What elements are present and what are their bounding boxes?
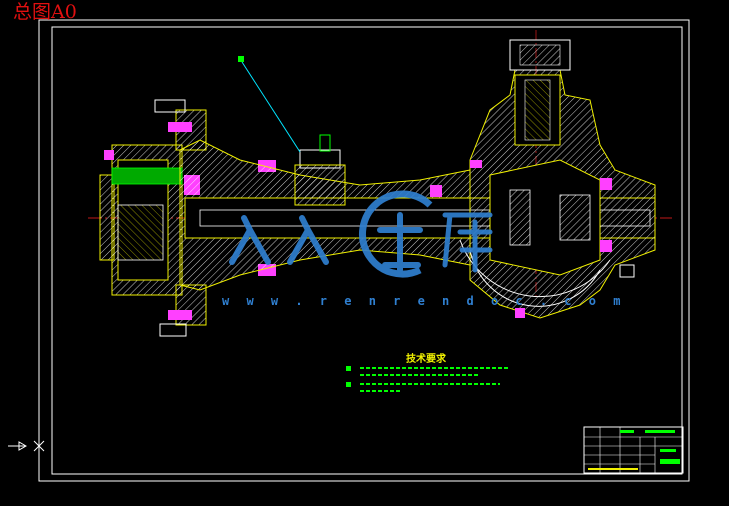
watermark-url: w w w . r e n r e n d o c . c o m xyxy=(222,294,626,308)
leader-balloon xyxy=(238,56,244,62)
input-flange[interactable] xyxy=(509,39,571,71)
differential-case[interactable] xyxy=(489,159,601,276)
lower-bolt xyxy=(168,310,192,320)
leader-line xyxy=(241,61,301,153)
ucs-cursor-icon xyxy=(8,440,45,452)
technical-notes-heading: 技术要求 xyxy=(406,354,446,365)
renrendoc-logo-icon xyxy=(229,190,493,278)
outer-frame xyxy=(38,19,690,482)
inner-frame xyxy=(51,26,683,475)
title-block[interactable] xyxy=(583,426,684,474)
upper-bolt xyxy=(168,122,192,132)
technical-notes xyxy=(346,366,510,392)
reducer-housing[interactable] xyxy=(430,39,656,319)
drawing-title: 总图A0 xyxy=(13,1,77,23)
